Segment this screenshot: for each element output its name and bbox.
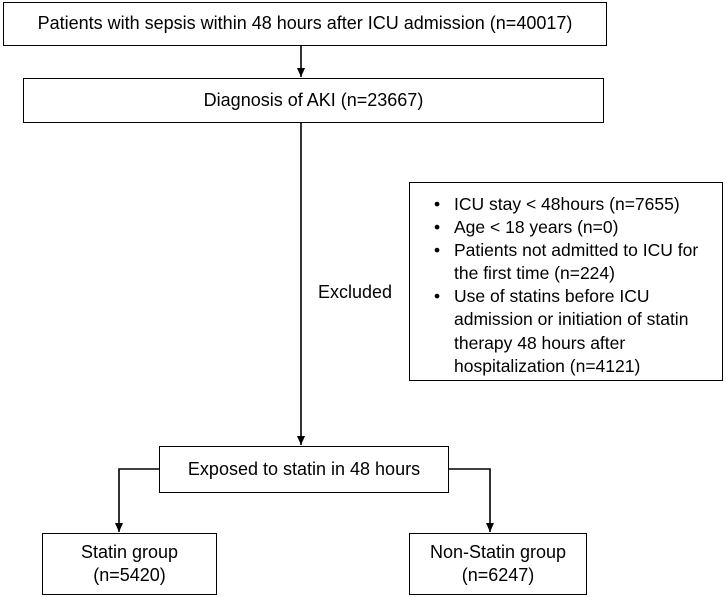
sepsis-patients-box: Patients with sepsis within 48 hours aft… (3, 2, 607, 46)
non-statin-group-count: (n=6247) (461, 565, 535, 585)
exclusion-criteria-box: ICU stay < 48hours (n=7655) Age < 18 yea… (409, 182, 723, 381)
arrow-exposed-to-statin (115, 468, 159, 532)
arrow-exposed-to-nonstatin (449, 468, 494, 532)
statin-group-count: (n=5420) (93, 565, 166, 585)
exposed-to-statin-box: Exposed to statin in 48 hours (159, 446, 449, 493)
statin-group-box: Statin group (n=5420) (42, 533, 217, 595)
non-statin-group-box: Non-Statin group (n=6247) (409, 533, 587, 595)
non-statin-group-name: Non-Statin group (429, 541, 567, 562)
exclusion-item: ICU stay < 48hours (n=7655) (434, 193, 712, 216)
sepsis-patients-text: Patients with sepsis within 48 hours aft… (37, 13, 573, 34)
aki-diagnosis-text: Diagnosis of AKI (n=23667) (203, 89, 424, 110)
aki-diagnosis-box: Diagnosis of AKI (n=23667) (23, 78, 604, 123)
exclusion-item: Use of statins before ICU admission or i… (434, 285, 712, 377)
exclusion-item: Patients not admitted to ICU for the fir… (434, 239, 712, 285)
exclusion-item: Age < 18 years (n=0) (434, 216, 712, 239)
exposed-to-statin-text: Exposed to statin in 48 hours (187, 458, 421, 479)
excluded-label: Excluded (318, 282, 393, 302)
statin-group-name: Statin group (80, 541, 179, 562)
exclusion-list: ICU stay < 48hours (n=7655) Age < 18 yea… (420, 193, 712, 378)
